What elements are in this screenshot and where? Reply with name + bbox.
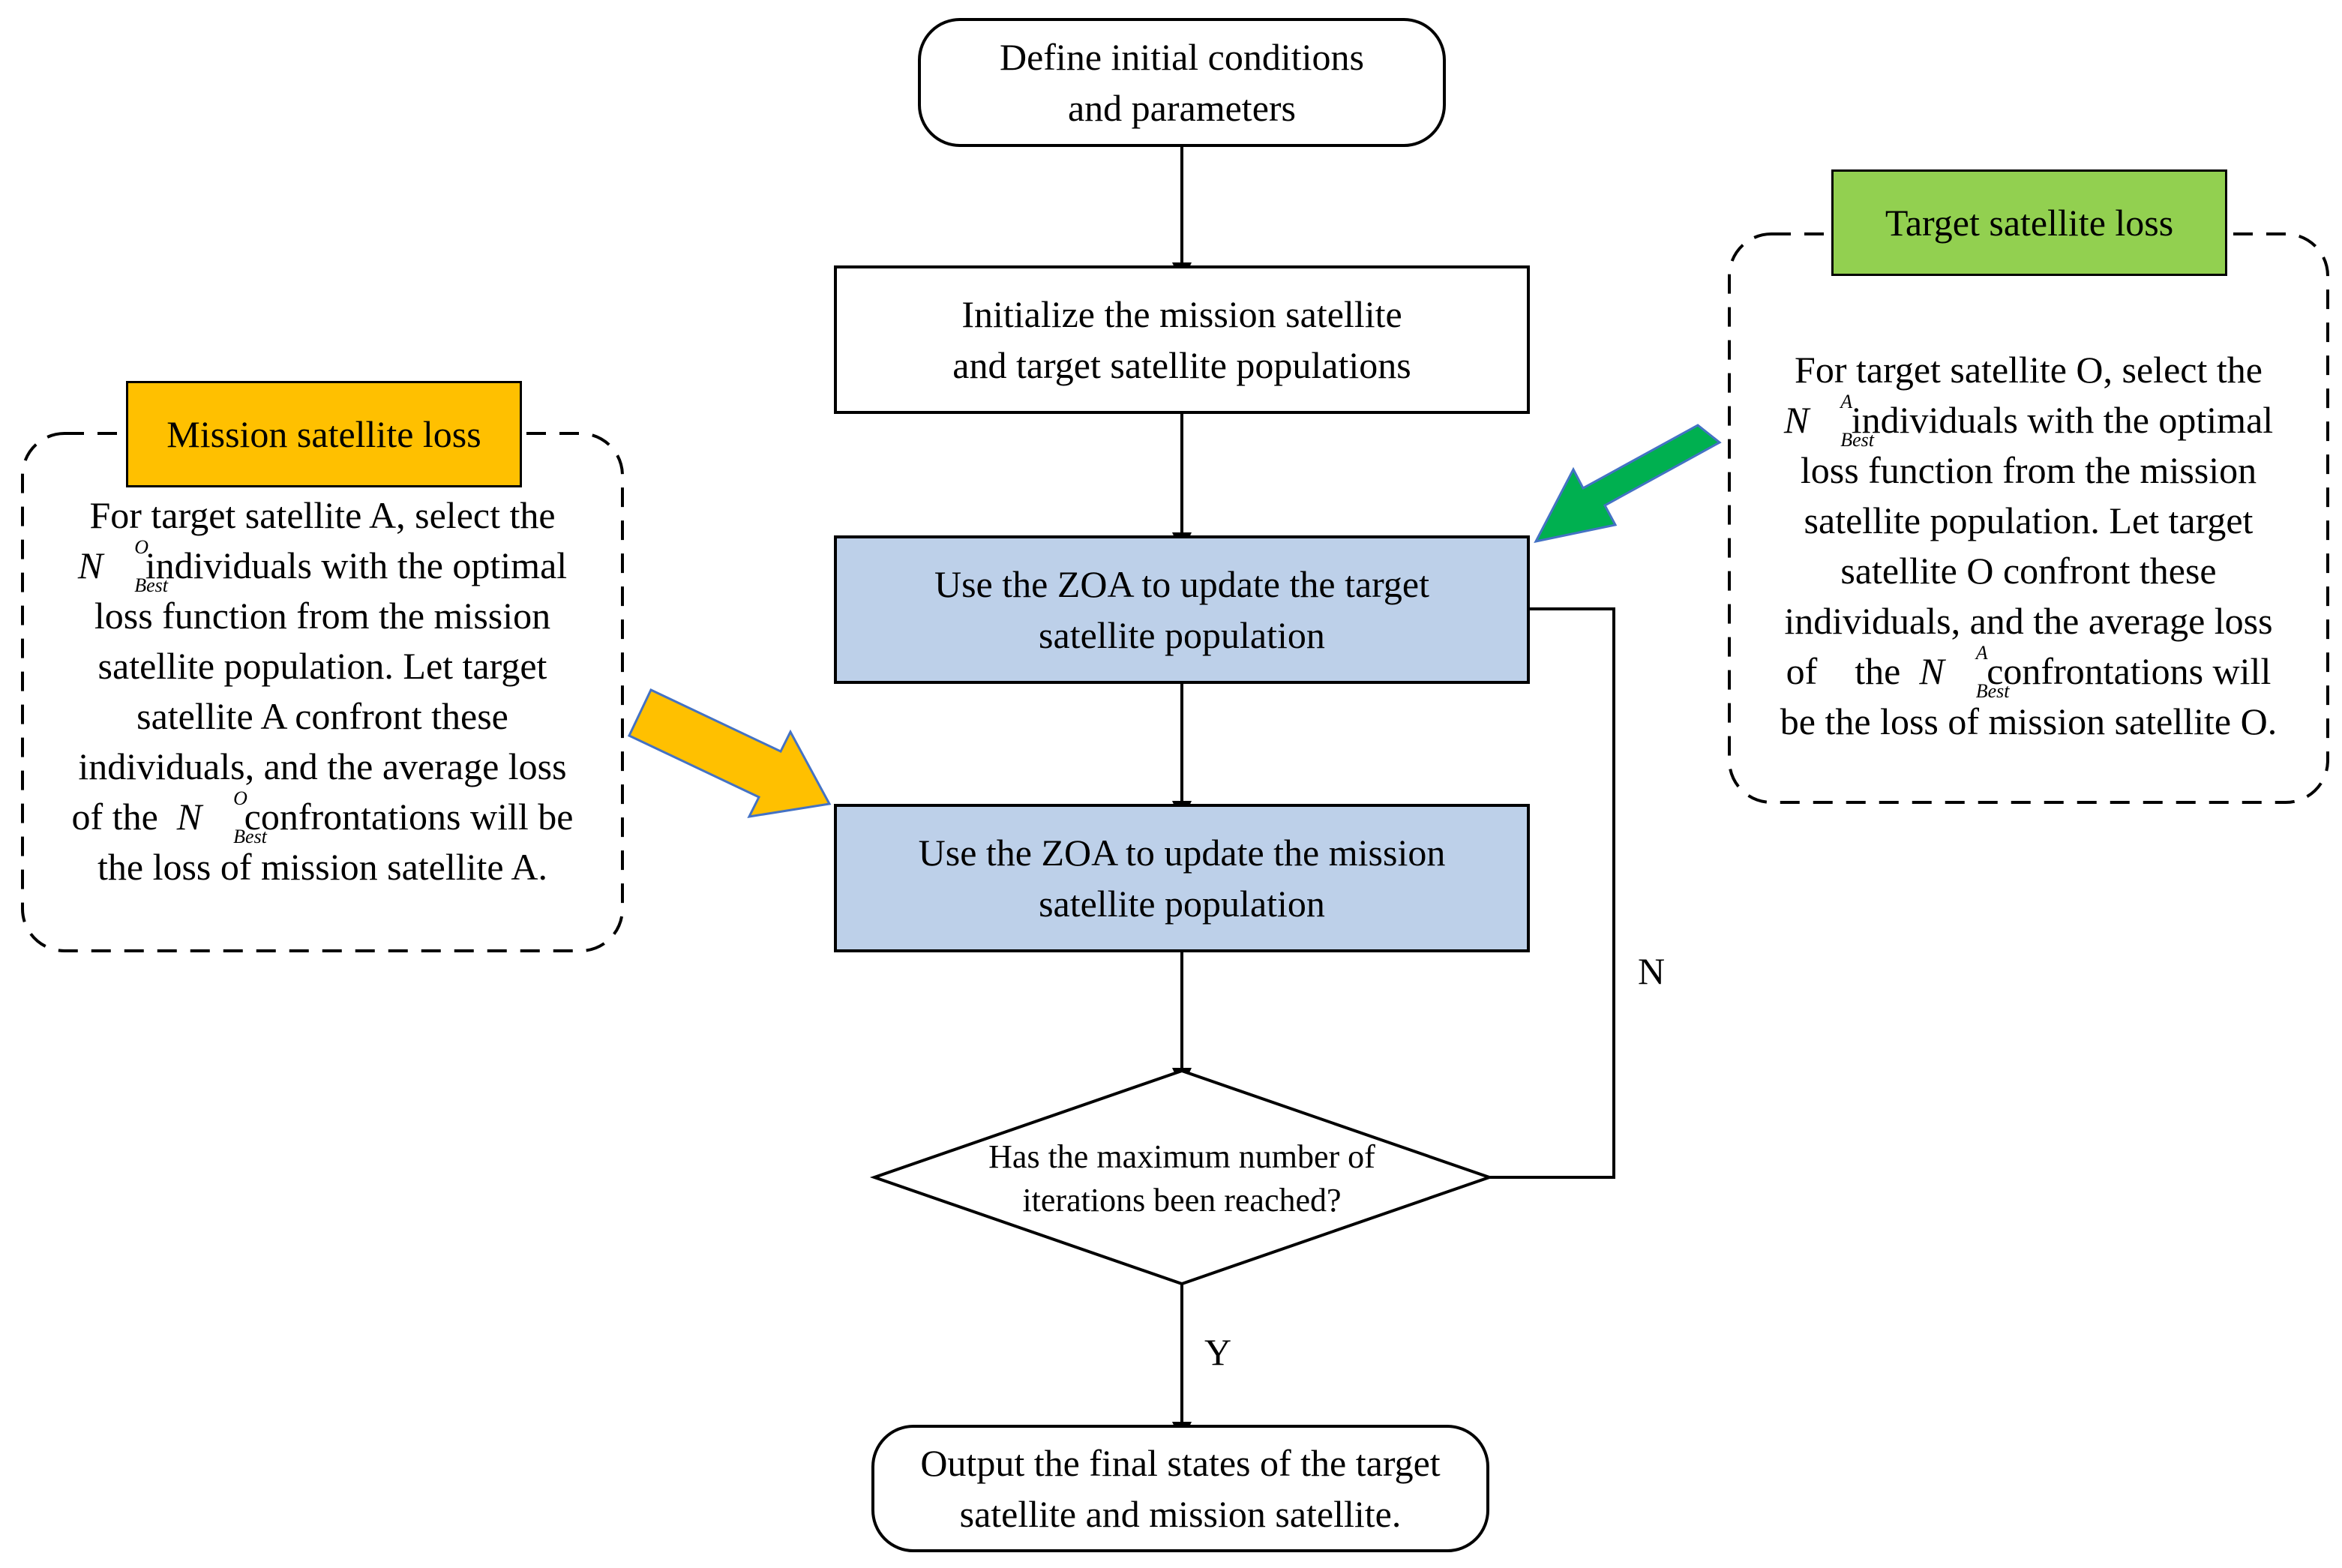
target-loss-line: For target satellite O, select the [1795,349,2263,391]
update-target-line: Use the ZOA to update the target [934,563,1429,605]
mission-loss-tag: Mission satellite loss [126,381,522,487]
update-target-population-node: Use the ZOA to update the target satellit… [834,535,1530,684]
output-node: Output the final states of the target sat… [871,1425,1489,1552]
start-node-line: Define initial conditions [999,36,1364,78]
update-mission-line: Use the ZOA to update the mission [918,832,1446,874]
decision-diamond [869,1069,1495,1286]
output-node-line: satellite and mission satellite. [959,1493,1402,1535]
target-loss-panel-border [1728,232,2329,804]
update-target-line: satellite population [1039,614,1325,656]
mission-loss-line: the loss of mission satellite A. [97,846,547,888]
target-loss-line: individuals, and the average loss [1784,600,2273,642]
init-populations-node: Initialize the mission satellite and targ… [834,265,1530,414]
mission-loss-line: loss function from the mission [94,595,551,637]
mission-loss-line: satellite A confront these [136,695,508,737]
output-node-line: Output the final states of the target [920,1442,1441,1484]
mission-loss-arrow [628,688,832,818]
yes-label: Y [1204,1331,1232,1373]
start-node: Define initial conditions and parameters [918,18,1446,147]
init-node-line: Initialize the mission satellite [961,293,1402,335]
update-mission-line: satellite population [1039,883,1325,925]
decision-text: Has the maximum number of iterations bee… [949,1135,1414,1222]
target-loss-line: loss function from the mission [1800,449,2257,491]
mission-loss-line: individuals, and the average loss [78,745,567,787]
start-node-line: and parameters [1067,87,1296,129]
decision-line: Has the maximum number of [988,1138,1375,1175]
init-node-line: and target satellite populations [952,344,1411,386]
no-label: N [1638,950,1666,992]
target-loss-line: satellite O confront these [1840,550,2217,592]
update-mission-population-node: Use the ZOA to update the mission satelli… [834,804,1530,952]
arrow-no-loop [1489,607,1615,1179]
target-loss-line: be the loss of mission satellite O. [1780,700,2278,742]
mission-loss-panel-border [21,432,624,952]
mission-loss-line: satellite population. Let target [97,645,547,687]
target-loss-line: satellite population. Let target [1804,499,2254,541]
decision-line: iterations been reached? [1022,1182,1342,1219]
target-loss-arrow [1534,424,1722,544]
target-loss-tag: Target satellite loss [1831,169,2227,276]
mission-loss-line: For target satellite A, select the [89,494,556,536]
